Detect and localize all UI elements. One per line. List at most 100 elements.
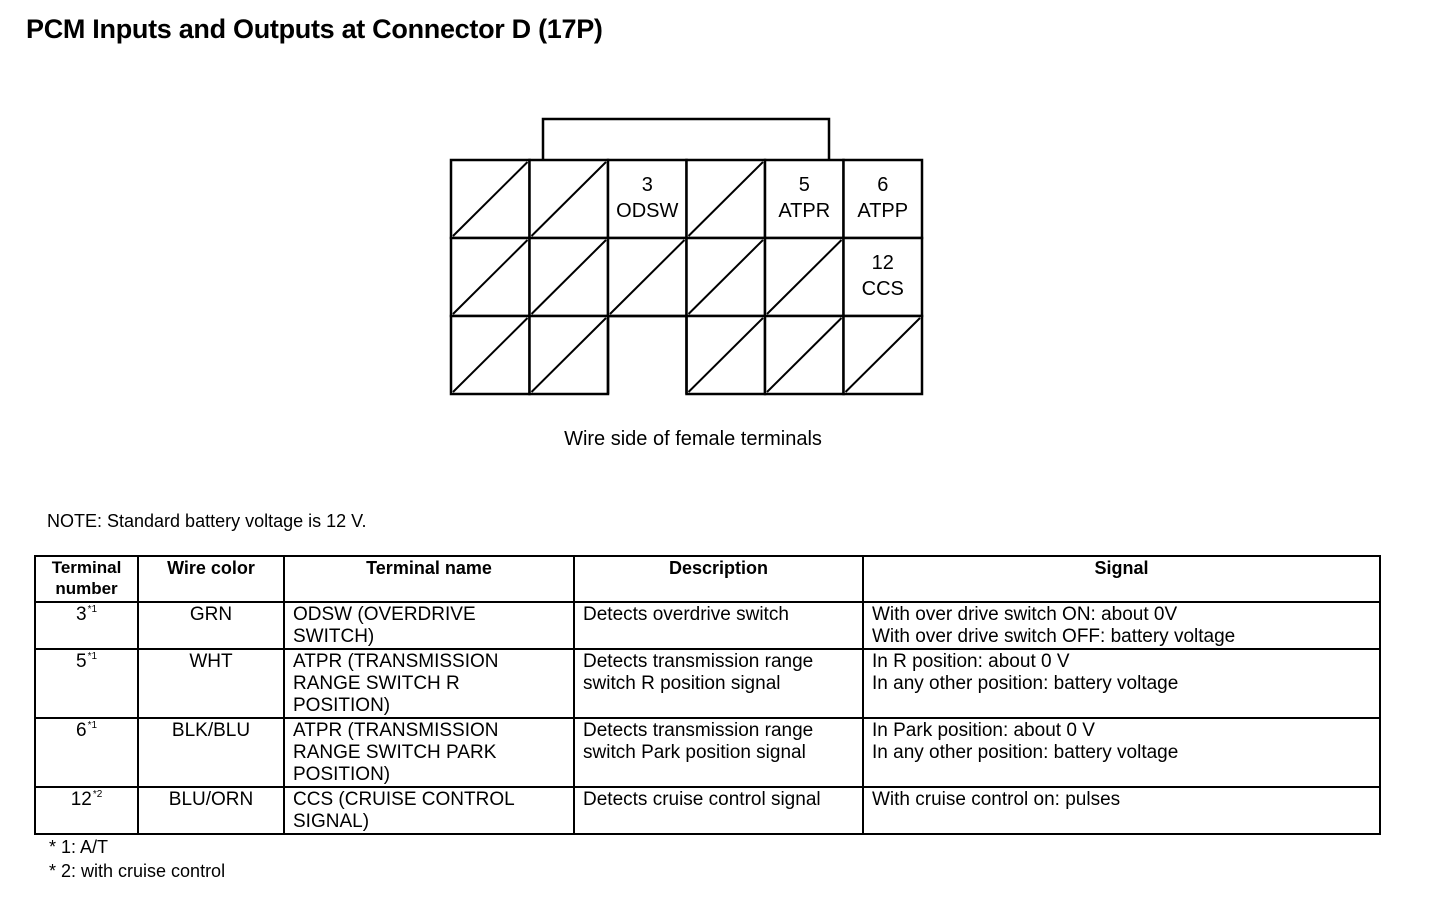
cell-terminal-name-line: CCS (CRUISE CONTROL <box>293 789 515 810</box>
connector-unused-terminal <box>842 314 924 396</box>
cell-terminal-name-line: SIGNAL) <box>293 811 370 832</box>
terminal-number: 5 <box>75 651 87 672</box>
footnote-marker: *1 <box>87 604 98 615</box>
terminal-pin-label: ATPR <box>778 200 830 222</box>
unused-slash <box>766 239 843 315</box>
terminal-table: Terminal number Wire color Terminal name… <box>34 555 1381 835</box>
unused-slash <box>609 239 686 315</box>
unused-slash <box>452 317 529 393</box>
footnote-marker: *1 <box>87 651 98 662</box>
cell-terminal-name-line: ATPR (TRANSMISSION <box>293 720 499 741</box>
cell-terminal-name-line: POSITION) <box>293 764 391 785</box>
unused-slash <box>687 317 764 393</box>
cell-terminal-number: 6*1 <box>34 717 139 788</box>
cell-wire-color: BLU/ORN <box>137 786 285 835</box>
cell-signal-line: With over drive switch OFF: battery volt… <box>872 626 1236 647</box>
cell-signal: With cruise control on: pulses <box>862 786 1381 835</box>
cell-terminal-name-line: RANGE SWITCH R <box>293 673 460 694</box>
header-wire-color: Wire color <box>137 555 285 603</box>
unused-slash <box>452 239 529 315</box>
terminal-number: 12 <box>70 789 92 810</box>
terminal-pin-label: ATPP <box>857 200 908 222</box>
connector-unused-terminal <box>528 314 610 396</box>
cell-description-line: switch Park position signal <box>583 742 806 763</box>
cell-wire-color: GRN <box>137 601 285 650</box>
unused-slash <box>530 317 607 393</box>
connector-unused-terminal <box>685 236 767 318</box>
footnotes: * 1: A/T * 2: with cruise control <box>49 835 225 883</box>
header-terminal-number: Terminal number <box>34 555 139 603</box>
connector-unused-terminal <box>763 314 845 396</box>
cell-terminal-number: 12*2 <box>34 786 139 835</box>
cell-description-line: Detects transmission range <box>583 651 814 672</box>
cell-terminal-name-line: SWITCH) <box>293 626 375 647</box>
connector-unused-terminal <box>685 158 767 240</box>
connector-caption: Wire side of female terminals <box>564 428 822 450</box>
cell-wire-color: BLK/BLU <box>137 717 285 788</box>
cell-wire-color: WHT <box>137 648 285 719</box>
cell-description: Detects overdrive switch <box>573 601 864 650</box>
connector-unused-terminal <box>528 236 610 318</box>
header-terminal-line2: number <box>55 579 118 598</box>
unused-slash <box>687 239 764 315</box>
cell-description-line: Detects transmission range <box>583 720 814 741</box>
cell-signal-line: In any other position: battery voltage <box>872 742 1179 763</box>
connector-unused-terminal <box>685 314 767 396</box>
cell-signal-line: In any other position: battery voltage <box>872 673 1179 694</box>
header-terminal-line1: Terminal <box>51 558 122 577</box>
footnote-2: * 2: with cruise control <box>49 861 226 881</box>
cell-signal-line: In R position: about 0 V <box>872 651 1070 672</box>
connector-unused-terminal <box>528 158 610 240</box>
connector-unused-terminal <box>449 158 531 240</box>
cell-terminal-name-line: RANGE SWITCH PARK <box>293 742 497 763</box>
terminal-number: 3 <box>75 604 87 625</box>
cell-terminal-name-line: POSITION) <box>293 695 391 716</box>
terminal-pin-label: CCS <box>862 278 904 300</box>
unused-slash <box>530 161 607 237</box>
connector-notch <box>606 314 688 394</box>
header-terminal-name: Terminal name <box>283 555 575 603</box>
connector-unused-terminal <box>606 236 688 318</box>
connector-key-tab <box>541 117 831 160</box>
cell-terminal-number: 3*1 <box>34 601 139 650</box>
connector-unused-terminal <box>449 314 531 396</box>
cell-signal-line: With over drive switch ON: about 0V <box>872 604 1178 625</box>
terminal-pin-number: 5 <box>799 174 810 196</box>
unused-slash <box>530 239 607 315</box>
cell-terminal-name-line: ODSW (OVERDRIVE <box>293 604 476 625</box>
terminal-pin-number: 6 <box>877 174 888 196</box>
terminal-number: 6 <box>75 720 87 741</box>
cell-description: Detects cruise control signal <box>573 786 864 835</box>
cell-description-line: Detects cruise control signal <box>583 789 821 810</box>
page-title: PCM Inputs and Outputs at Connector D (1… <box>26 14 603 44</box>
connector-unused-terminal <box>763 236 845 318</box>
terminal-pin-number: 12 <box>872 252 894 274</box>
terminal-pin-number: 3 <box>642 174 653 196</box>
table-header-row: Terminal number Wire color Terminal name… <box>34 555 1381 603</box>
footnote-1: * 1: A/T <box>49 837 109 857</box>
cell-signal-line: In Park position: about 0 V <box>872 720 1095 741</box>
connector-unused-terminal <box>449 236 531 318</box>
unused-slash <box>844 317 921 393</box>
cell-description-line: switch R position signal <box>583 673 781 694</box>
cell-terminal-name-line: ATPR (TRANSMISSION <box>293 651 499 672</box>
unused-slash <box>687 161 764 237</box>
terminal-pin-label: ODSW <box>616 200 678 222</box>
